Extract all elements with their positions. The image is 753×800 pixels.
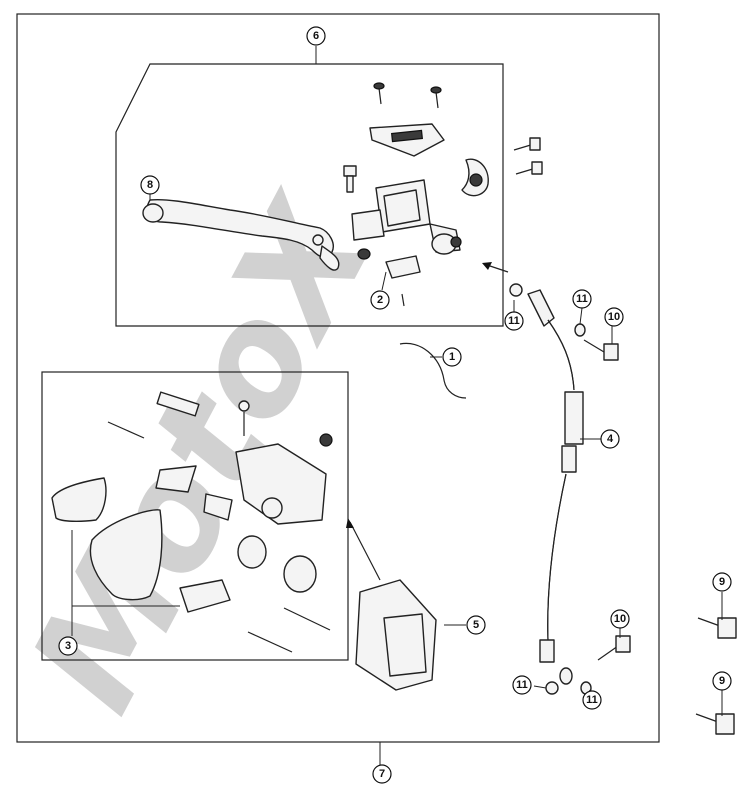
callout-2: 2 bbox=[370, 290, 390, 310]
callout-9-upper: 9 bbox=[712, 572, 732, 592]
master-cylinder-frame bbox=[115, 63, 504, 327]
callout-label: 1 bbox=[449, 351, 455, 363]
caliper-assembly bbox=[355, 579, 437, 691]
callout-label: 10 bbox=[608, 311, 620, 323]
caliper-bracket bbox=[89, 509, 163, 601]
handlebar-clamp bbox=[461, 158, 489, 197]
pivot-bolt bbox=[343, 165, 357, 193]
callout-10-upper: 10 bbox=[604, 307, 624, 327]
callout-11-hose-bottom: 11 bbox=[512, 675, 532, 695]
reservoir-cap bbox=[369, 123, 445, 157]
callout-3: 3 bbox=[58, 636, 78, 656]
brake-pad-left bbox=[51, 477, 107, 523]
caliper-pointer-head bbox=[346, 518, 354, 528]
callout-label: 7 bbox=[379, 768, 385, 780]
piston-seals bbox=[237, 535, 317, 593]
brake-pad-right bbox=[179, 579, 231, 613]
callout-label: 9 bbox=[719, 675, 725, 687]
outer-frame bbox=[16, 13, 660, 743]
callout-label: 11 bbox=[586, 694, 598, 706]
callout-6: 6 bbox=[306, 26, 326, 46]
callout-10-lower: 10 bbox=[610, 609, 630, 629]
brake-lever bbox=[142, 198, 340, 271]
callout-8: 8 bbox=[140, 175, 160, 195]
callout-1: 1 bbox=[442, 347, 462, 367]
callout-label: 11 bbox=[516, 679, 528, 691]
callout-label: 6 bbox=[313, 30, 319, 42]
mounting-bolt-lower bbox=[695, 713, 735, 735]
caliper-pins bbox=[107, 391, 331, 653]
cap-screws bbox=[373, 82, 442, 109]
banjo-bolt-lower bbox=[597, 635, 631, 661]
callout-11-bolt-bottom: 11 bbox=[582, 690, 602, 710]
caliper-pointer bbox=[349, 521, 381, 581]
caliper-body bbox=[235, 443, 327, 525]
washer bbox=[545, 681, 559, 695]
callout-11-hose-top: 11 bbox=[504, 311, 524, 331]
banjo-bolt-upper bbox=[583, 339, 619, 361]
callout-label: 9 bbox=[719, 576, 725, 588]
clamp-bolts bbox=[513, 137, 543, 175]
mounting-bolt-upper bbox=[697, 617, 737, 639]
washer bbox=[574, 323, 586, 337]
leader-lines bbox=[71, 46, 723, 765]
master-cylinder-body bbox=[351, 179, 462, 255]
caliper-frame bbox=[41, 371, 349, 661]
callout-label: 5 bbox=[473, 619, 479, 631]
callout-label: 2 bbox=[377, 294, 383, 306]
arrow-head bbox=[482, 262, 492, 270]
callout-7: 7 bbox=[372, 764, 392, 784]
callout-9-lower: 9 bbox=[712, 671, 732, 691]
brake-light-switch bbox=[357, 248, 421, 307]
callout-5: 5 bbox=[466, 615, 486, 635]
bleed-screw bbox=[238, 400, 333, 447]
callout-label: 8 bbox=[147, 179, 153, 191]
breather-tube bbox=[399, 342, 467, 399]
callout-label: 4 bbox=[607, 433, 614, 445]
callout-11-bolt-top: 11 bbox=[572, 289, 592, 309]
callout-label: 11 bbox=[576, 293, 588, 305]
callout-label: 10 bbox=[614, 613, 626, 625]
callout-label: 11 bbox=[508, 315, 520, 327]
callout-4: 4 bbox=[600, 429, 620, 449]
brake-hose bbox=[509, 283, 584, 685]
callout-label: 3 bbox=[65, 640, 71, 652]
pad-spring bbox=[155, 465, 233, 521]
